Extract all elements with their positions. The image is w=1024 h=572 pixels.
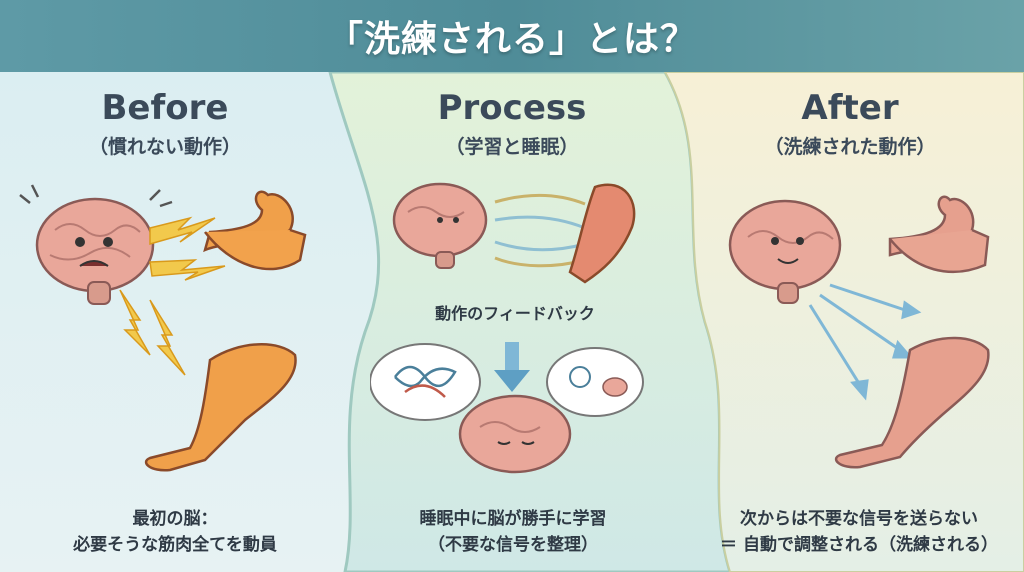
feedback-label: 動作のフィードバック	[435, 304, 595, 323]
arm-icon	[203, 190, 307, 271]
sleeping-brain-icon	[458, 394, 572, 474]
arrow-down-icon	[494, 342, 530, 392]
process-subheading: （学習と睡眠）	[445, 136, 579, 158]
after-panel-bg	[663, 72, 1024, 572]
leg-icon	[834, 336, 990, 469]
page-title: 「洗練される」とは？	[326, 19, 697, 60]
after-caption-line2: ＝ 自動で調整される（洗練される）	[720, 535, 998, 555]
process-caption-line2: （不要な信号を整理）	[428, 535, 598, 555]
feedback-arrows-icon	[494, 194, 586, 268]
brain-icon	[728, 199, 842, 304]
process-illustration	[370, 182, 644, 474]
brain-icon	[392, 182, 488, 269]
leg-icon	[144, 343, 297, 472]
before-caption-line2: 必要そうな筋肉全てを動員	[73, 535, 277, 555]
after-caption: 次からは不要な信号を送らない ＝ 自動で調整される（洗練される）	[700, 506, 1018, 558]
before-caption: 最初の脳： 必要そうな筋肉全てを動員	[25, 506, 325, 558]
process-caption: 睡眠中に脳が勝手に学習 （不要な信号を整理）	[368, 506, 658, 558]
after-heading: After	[801, 88, 899, 128]
signal-arrows-icon	[808, 283, 922, 401]
before-illustration	[19, 184, 307, 472]
before-caption-line1: 最初の脳：	[132, 509, 218, 529]
arm-icon	[568, 183, 636, 284]
process-caption-line1: 睡眠中に脳が勝手に学習	[419, 509, 607, 529]
lightning-icon	[119, 216, 226, 376]
after-caption-line1: 次からは不要な信号を送らない	[740, 509, 978, 529]
brain-icon	[35, 197, 155, 305]
after-illustration	[728, 195, 990, 469]
arm-icon	[888, 195, 990, 274]
before-heading: Before	[101, 88, 229, 128]
after-subheading: （洗練された動作）	[764, 136, 936, 158]
thought-bubble-icon	[370, 343, 644, 421]
before-subheading: （慣れない動作）	[88, 136, 241, 158]
title-bar: 「洗練される」とは？	[0, 0, 1024, 72]
process-heading: Process	[437, 88, 587, 128]
